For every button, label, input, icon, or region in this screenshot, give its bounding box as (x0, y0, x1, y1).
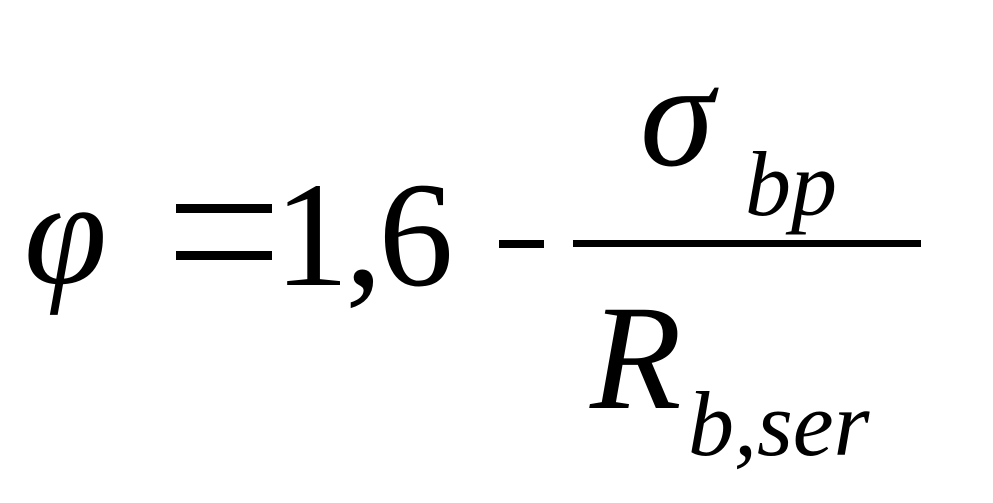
equals-sign (176, 204, 272, 260)
equals-bar-top (176, 204, 272, 213)
fraction-bar (573, 240, 921, 247)
minus-sign (499, 240, 544, 248)
equals-bar-bottom (176, 251, 272, 260)
phi-symbol: φ (24, 150, 107, 316)
constant-value: 1,6 (274, 152, 453, 318)
r-subscript: b,ser (688, 373, 870, 475)
sigma-subscript: bp (745, 133, 837, 235)
r-symbol: R (590, 275, 682, 441)
sigma-symbol: σ (640, 32, 714, 198)
